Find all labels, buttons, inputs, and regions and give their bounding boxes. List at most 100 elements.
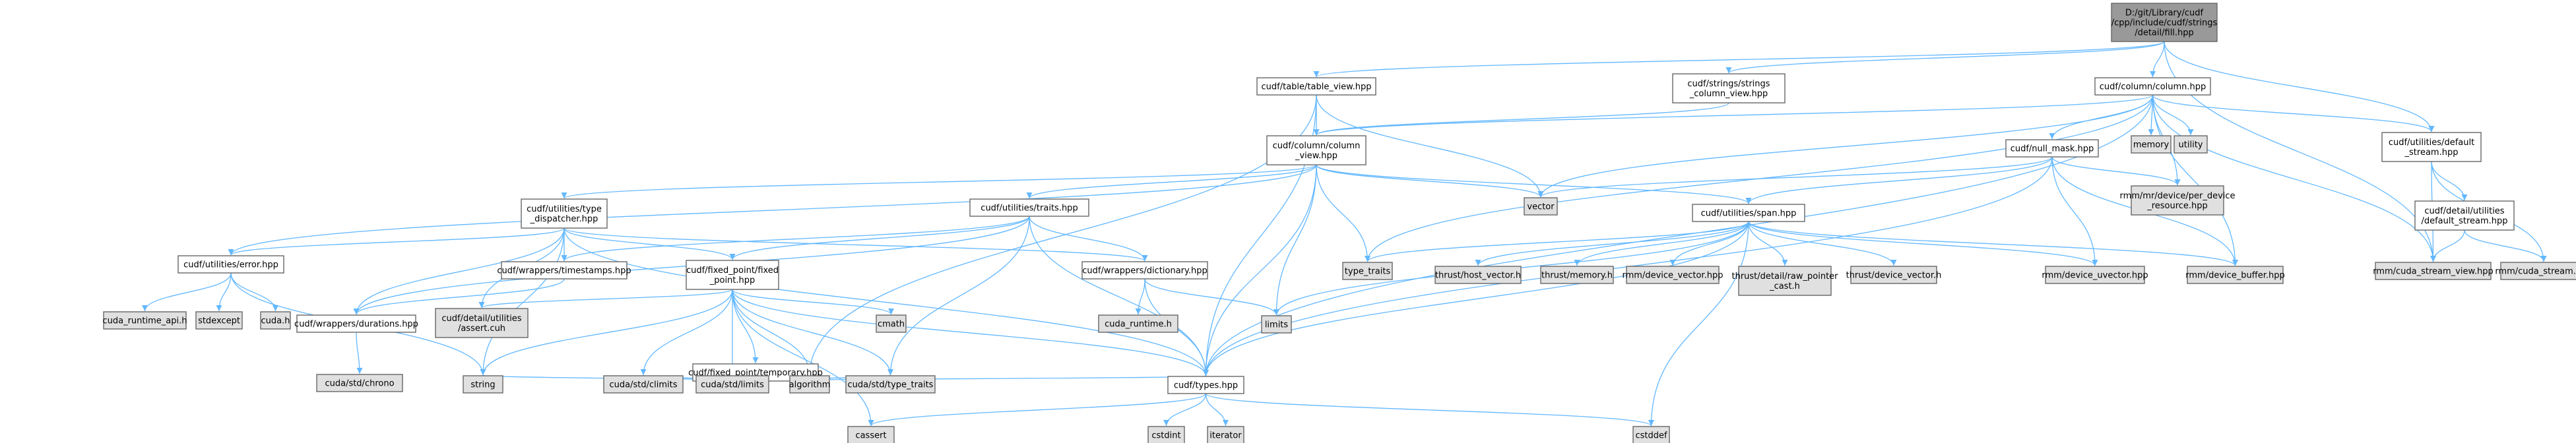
node-label-line: cudf/column/column (1273, 141, 1361, 151)
edge-null_mask-to-span (1745, 156, 2053, 204)
edge-column-to-default_stream (2152, 94, 2435, 133)
node-table-view[interactable]: cudf/table/table_view.hpp (1256, 77, 1376, 96)
node-box (1261, 315, 1292, 334)
edge-type_dispatcher-to-dictionary (564, 227, 1148, 262)
node-label-line: cudf/wrappers/dictionary.hpp (1082, 266, 1207, 276)
edge-column_view-to-span (1316, 164, 1752, 204)
node-detail-default-stream[interactable]: cudf/detail/utilities/default_stream.hpp (2414, 200, 2515, 231)
edge-column_view-to-traits (1026, 164, 1317, 199)
node-null-mask[interactable]: cudf/null_mask.hpp (2005, 139, 2099, 158)
node-label-line: rmm/device_uvector.hpp (2042, 271, 2148, 281)
node-box (969, 198, 1089, 217)
node-label-line: cassert (855, 431, 886, 441)
node-type-dispatcher[interactable]: cudf/utilities/type_dispatcher.hpp (521, 198, 608, 229)
edge-span-to-types (1203, 221, 1749, 376)
node-box (1524, 197, 1558, 216)
node-timestamps[interactable]: cudf/wrappers/timestamps.hpp (497, 261, 631, 280)
edge-dictionary-to-limits (1144, 278, 1279, 316)
node-box (1850, 266, 1937, 284)
node-iterator: iterator (1207, 426, 1244, 443)
node-label-line: /default_stream.hpp (2421, 216, 2507, 226)
edge-column-to-cuda_stream_view (2152, 94, 2437, 262)
node-label-line: rmm/cuda_stream_view.hpp (2373, 267, 2494, 277)
edge-type_dispatcher-to-durations (353, 227, 565, 315)
node-string: string (463, 375, 503, 394)
edge-type_dispatcher-to-error (228, 227, 565, 256)
edge-type_dispatcher-to-fixed_point (564, 227, 736, 260)
node-label-line: cuda_runtime.h (1105, 320, 1172, 330)
node-cstddef: cstddef (1632, 426, 1670, 443)
edge-fixed_point-to-algorithm (732, 289, 813, 376)
edge-detail_default_stream-to-cuda_stream (2464, 229, 2547, 262)
node-utility: utility (2174, 135, 2208, 154)
node-label-line: _point.hpp (709, 276, 756, 285)
node-root[interactable]: D:/git/Library/cudf/cpp/include/cudf/str… (2111, 3, 2218, 42)
node-label-line: _column_view.hpp (1689, 89, 1768, 99)
node-box (1738, 266, 1832, 296)
node-label-line: cudf/utilities/span.hpp (1701, 209, 1797, 219)
node-span[interactable]: cudf/utilities/span.hpp (1692, 204, 1805, 222)
node-label-line: _resource.hpp (2146, 201, 2208, 211)
edge-column_view-to-types (1202, 164, 1317, 376)
node-label-line: cuda/std/type_traits (848, 380, 934, 390)
node-box (2005, 139, 2099, 158)
node-label-line: cstdint (1151, 431, 1180, 441)
node-box (521, 198, 608, 229)
node-box (177, 255, 284, 274)
node-column[interactable]: cudf/column/column.hpp (2094, 77, 2211, 96)
edge-fixed_point-to-types (732, 289, 1209, 376)
node-box (1632, 426, 1670, 443)
node-label-line: thrust/detail/raw_pointer (1731, 272, 1838, 281)
node-durations[interactable]: cudf/wrappers/durations.hpp (294, 314, 418, 333)
node-label-line: _view.hpp (1295, 151, 1337, 161)
edge-null_mask-to-device_uvector (2051, 156, 2098, 266)
node-label-line: /cpp/include/cudf/strings (2111, 18, 2218, 28)
node-label-line: cudf/strings/strings (1687, 79, 1770, 89)
node-default-stream[interactable]: cudf/utilities/default_stream.hpp (2381, 132, 2482, 162)
node-column-view[interactable]: cudf/column/column_view.hpp (1266, 135, 1367, 165)
node-label-line: cudf/utilities/type (527, 204, 602, 214)
node-label-line: _dispatcher.hpp (530, 214, 598, 224)
node-box (1147, 426, 1185, 443)
node-traits[interactable]: cudf/utilities/traits.hpp (969, 198, 1089, 217)
node-box (1207, 426, 1244, 443)
node-vector: vector (1524, 197, 1558, 216)
edge-fixed_point-to-climits (640, 289, 733, 376)
edge-span-to-device_uvector (1748, 221, 2098, 266)
node-strings-view[interactable]: cudf/strings/strings_column_view.hpp (1672, 73, 1786, 103)
node-types[interactable]: cudf/types.hpp (1167, 376, 1244, 394)
node-label-line: cuda/std/climits (609, 380, 677, 390)
edge-fixed_point-to-assert_cuh (478, 289, 733, 309)
node-label-line: rmm/device_buffer.hpp (2185, 271, 2285, 281)
edge-detail_default_stream-to-cuda_stream_view (2430, 229, 2465, 262)
node-label-line: vector (1527, 202, 1555, 212)
node-label-line: /assert.cuh (458, 324, 505, 334)
node-label-line: iterator (1209, 431, 1242, 441)
node-label-line: thrust/host_vector.h (1435, 271, 1521, 281)
edge-span-to-cstddef (1648, 221, 1749, 427)
node-dictionary[interactable]: cudf/wrappers/dictionary.hpp (1081, 261, 1208, 280)
node-box (1540, 266, 1614, 284)
node-box (845, 375, 936, 394)
node-label-line: _stream.hpp (2404, 148, 2459, 158)
edge-null_mask-to-per_device (2051, 156, 2181, 186)
edge-error-to-cuda_runtime_api (141, 272, 232, 312)
node-fixed-point[interactable]: cudf/fixed_point/fixed_point.hpp (686, 260, 779, 290)
edge-error-to-cuda_h (230, 272, 279, 312)
edge-column-to-vector (1537, 94, 2154, 198)
node-cstdint: cstdint (1147, 426, 1185, 443)
node-cuda-runtime-api: cuda_runtime_api.h (102, 311, 187, 330)
node-assert-cuh: cudf/detail/utilities/assert.cuh (435, 308, 529, 338)
node-box (1266, 135, 1367, 165)
edge-strings_view-to-column_view (1313, 102, 1729, 136)
edge-types-to-cstdint (1163, 393, 1207, 427)
node-error[interactable]: cudf/utilities/error.hpp (177, 255, 284, 274)
node-cuda-h: cuda.h (260, 311, 291, 330)
edge-column-to-null_mask (2049, 94, 2154, 140)
edge-error-to-stdexcept (216, 272, 232, 312)
node-box (1626, 266, 1720, 284)
node-box (2381, 132, 2482, 162)
node-label-line: limits (1265, 320, 1289, 330)
node-box (2174, 135, 2208, 154)
